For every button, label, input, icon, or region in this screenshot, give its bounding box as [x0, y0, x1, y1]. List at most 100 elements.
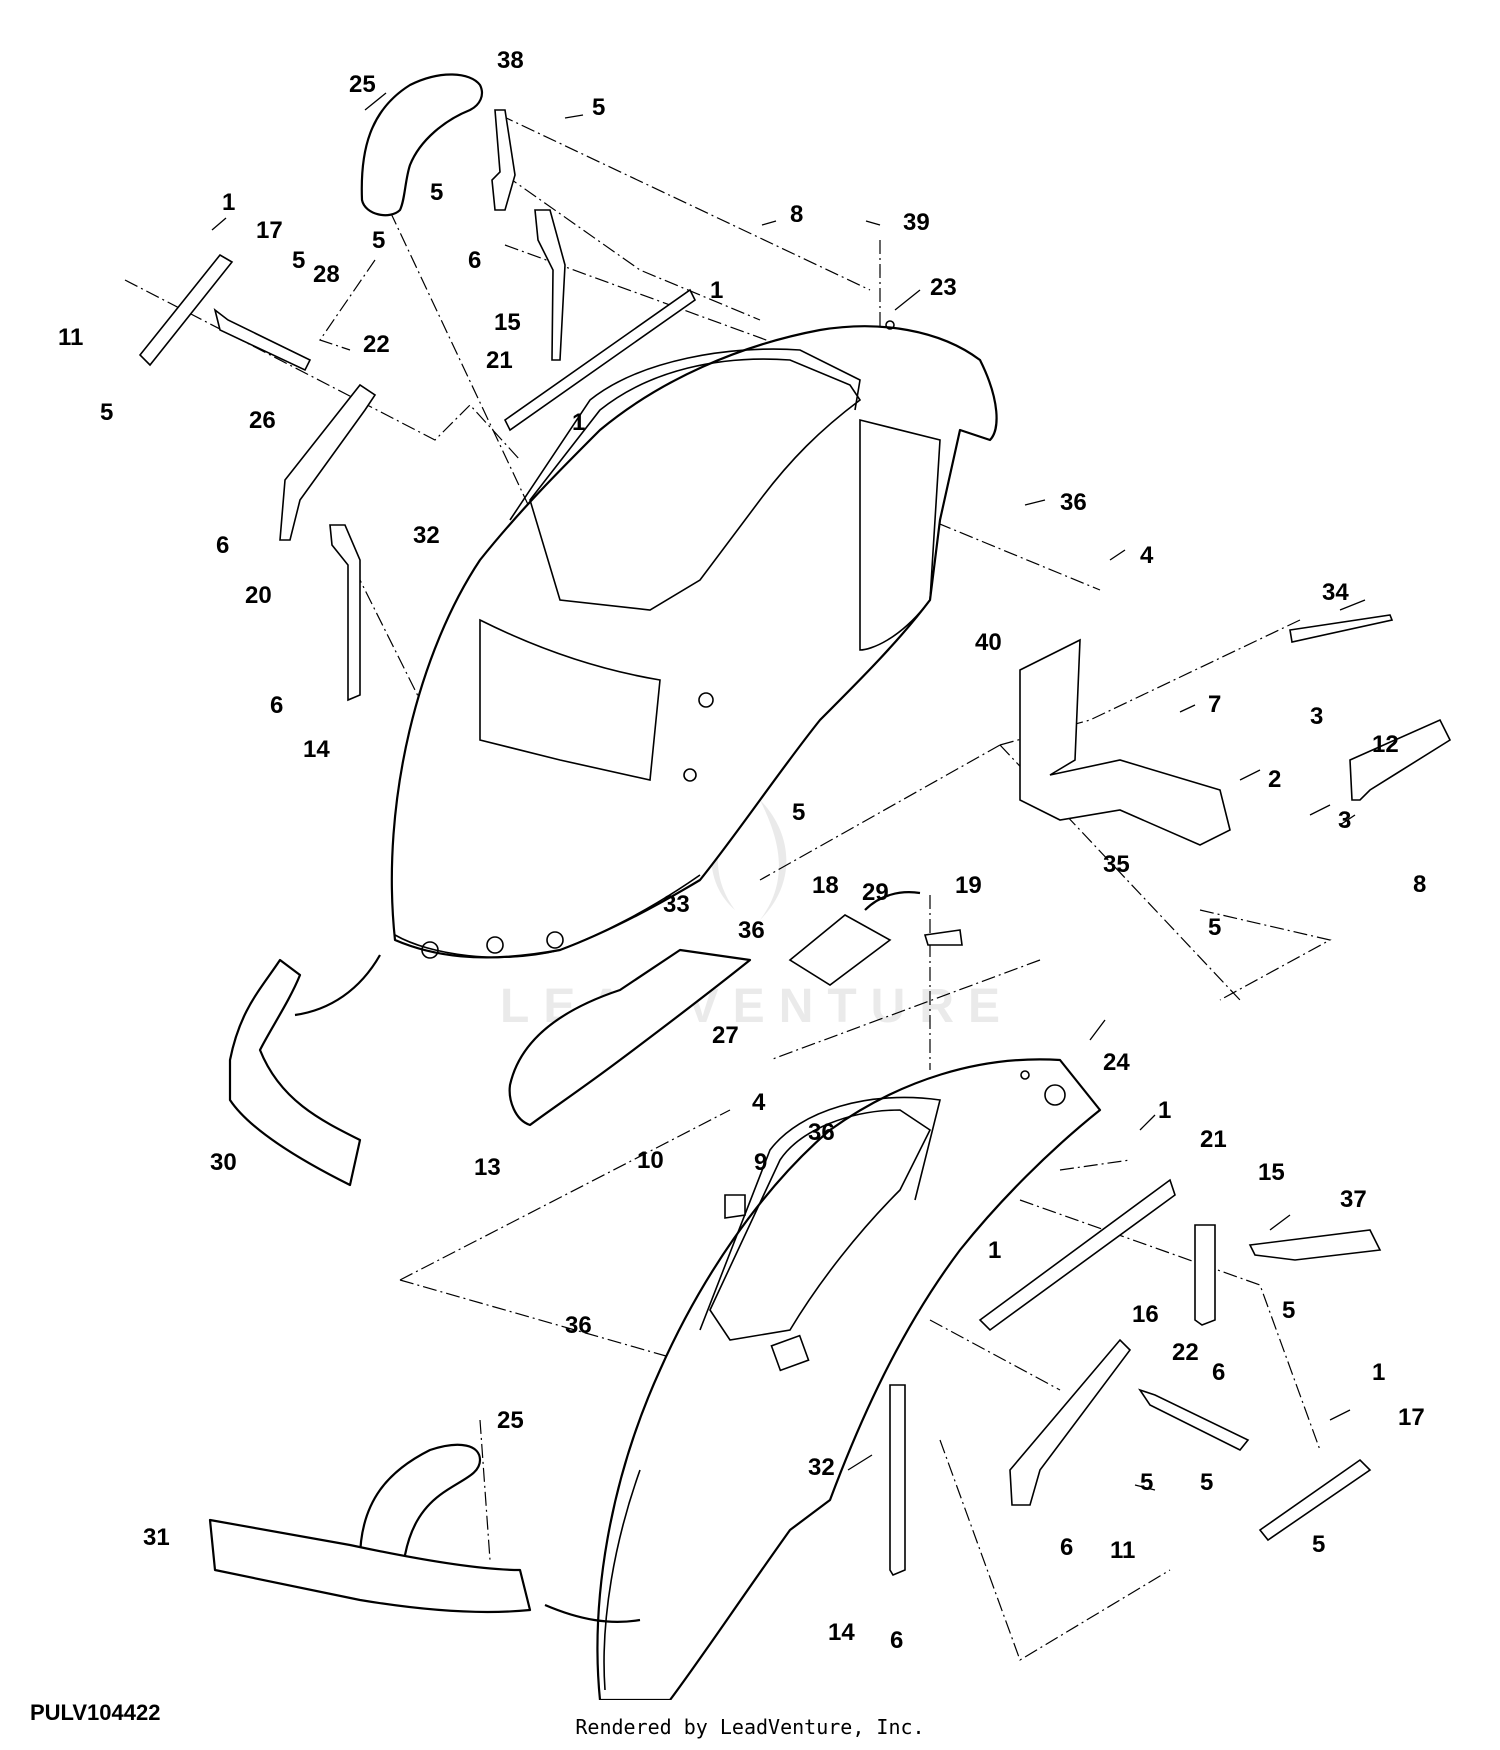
- callout-label: 1: [988, 1237, 1001, 1264]
- leader-line: [759, 744, 1001, 881]
- upper-fender-edge-flange: [394, 874, 701, 958]
- callout-label: 22: [363, 331, 390, 358]
- front-trim-30: [228, 958, 362, 1187]
- callout-label: 4: [1140, 542, 1154, 569]
- callout-label: 6: [1060, 1534, 1073, 1561]
- callout-label: 30: [210, 1149, 237, 1176]
- callout-label: 39: [903, 209, 930, 236]
- leader-line: [319, 259, 376, 351]
- upper-fender-hole: [683, 768, 697, 782]
- bracket-14-upper: [329, 524, 361, 702]
- callout-label: 37: [1340, 1186, 1367, 1213]
- credit-line: Rendered by LeadVenture, Inc.: [575, 1715, 925, 1739]
- callout-label: 8: [1413, 871, 1426, 898]
- latch-9: [724, 1194, 746, 1219]
- upper-fender-hole: [698, 692, 714, 708]
- callout-leader: [865, 220, 881, 226]
- upper-fender-hole: [486, 936, 504, 954]
- callout-label: 1: [572, 409, 585, 436]
- upper-fender-seat-well: [529, 358, 862, 611]
- bracket-15-upper: [534, 209, 566, 361]
- callout-label: 21: [486, 347, 513, 374]
- callout-label: 20: [245, 582, 272, 609]
- callout-label: 1: [710, 277, 723, 304]
- callout-label: 15: [1258, 1159, 1285, 1186]
- callout-label: 5: [430, 179, 443, 206]
- callout-label: 6: [1212, 1359, 1225, 1386]
- callout-leader: [564, 114, 584, 119]
- lower-fender: [596, 1058, 1102, 1700]
- leader-line: [929, 1319, 1061, 1391]
- callout-leader: [1309, 804, 1331, 816]
- rod-34: [1289, 614, 1394, 643]
- lower-fender-seat-well: [709, 1109, 932, 1341]
- callout-label: 13: [474, 1154, 501, 1181]
- bracket-15-lower: [1194, 1224, 1216, 1326]
- callout-label: 12: [1372, 731, 1399, 758]
- upper-fender-hole: [885, 320, 895, 330]
- callouts: 25 38 5 1 17 5 5 5 8 39 23 11 28 6 15 1 …: [58, 47, 1426, 1654]
- callout-label: 11: [1110, 1537, 1135, 1564]
- leader-line: [479, 1419, 491, 1561]
- bracket-17-lower: [1258, 1458, 1372, 1542]
- lower-fender-switch-plate: [770, 1334, 810, 1372]
- leader-line: [354, 569, 431, 721]
- callout-label: 5: [372, 227, 385, 254]
- callout-leader: [1179, 704, 1196, 713]
- callout-label: 26: [249, 407, 276, 434]
- callout-label: 7: [1208, 691, 1221, 718]
- callout-label: 14: [828, 1619, 855, 1646]
- callout-label: 3: [1310, 703, 1323, 730]
- brackets: [138, 109, 1452, 1577]
- lower-fender-hole: [1044, 1084, 1066, 1106]
- callout-label: 16: [1132, 1301, 1159, 1328]
- callout-label: 9: [754, 1149, 767, 1176]
- callout-leader: [1329, 1409, 1351, 1421]
- callout-leader: [1089, 1019, 1106, 1041]
- callout-label: 6: [270, 692, 283, 719]
- rear-trim-31: [208, 1518, 532, 1614]
- callout-leader: [1024, 499, 1046, 506]
- callout-leader: [211, 217, 227, 231]
- bracket-38: [491, 109, 516, 211]
- callout-label: 4: [752, 1089, 766, 1116]
- callout-label: 5: [292, 247, 305, 274]
- leader-line: [499, 114, 871, 291]
- leader-line: [1199, 909, 1332, 1001]
- callout-label: 1: [222, 189, 235, 216]
- callout-leaders: [211, 92, 1366, 1491]
- leader-line: [399, 1279, 681, 1361]
- callout-label: 36: [1060, 489, 1087, 516]
- bracket-20: [279, 383, 377, 541]
- lower-fender-body: [596, 1058, 1102, 1700]
- callout-label: 2: [1268, 766, 1281, 793]
- lower-fender-flange: [603, 1469, 641, 1691]
- callout-label: 18: [812, 872, 839, 899]
- figure-id: PULV104422: [30, 1700, 161, 1725]
- callout-label: 5: [1208, 914, 1221, 941]
- upper-fender-seat-rim: [509, 348, 861, 521]
- callout-leader: [1239, 769, 1261, 781]
- callout-label: 22: [1172, 1339, 1199, 1366]
- callout-leader: [1269, 1214, 1291, 1231]
- callout-leader: [1109, 549, 1126, 561]
- callout-label: 5: [1282, 1297, 1295, 1324]
- callout-leader: [1139, 1114, 1156, 1131]
- bracket-37: [1248, 1229, 1382, 1261]
- callout-label: 1: [1372, 1359, 1385, 1386]
- leader-line: [124, 279, 521, 461]
- callout-label: 1: [1158, 1097, 1171, 1124]
- callout-label: 35: [1103, 851, 1130, 878]
- bracket-17-upper: [138, 253, 234, 367]
- step-13: [508, 948, 752, 1127]
- callout-leader: [761, 220, 777, 226]
- bracket-22-upper: [213, 307, 312, 372]
- callout-label: 38: [497, 47, 524, 74]
- leader-line: [1059, 1159, 1131, 1171]
- bracket-19: [923, 929, 963, 946]
- callout-label: 17: [1398, 1404, 1425, 1431]
- upper-fender-side-panel: [859, 418, 941, 651]
- callout-label: 3: [1338, 807, 1351, 834]
- callout-label: 34: [1322, 579, 1349, 606]
- callout-leader: [1134, 1484, 1156, 1491]
